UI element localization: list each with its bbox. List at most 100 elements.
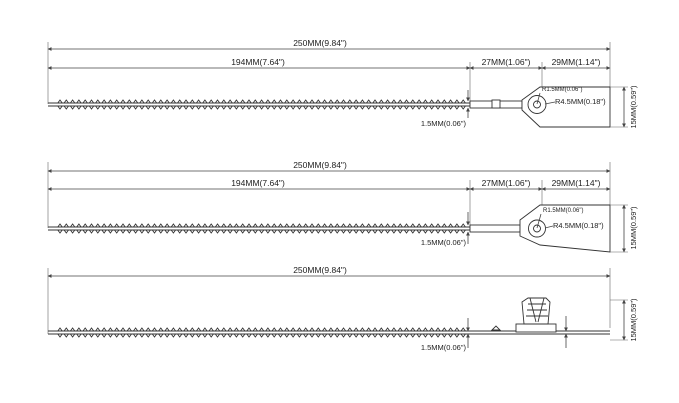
strap-tooth [126,223,132,234]
strap-tooth [334,327,340,338]
strap-tooth [177,99,183,110]
strap-teeth [57,223,466,234]
strap-tooth [88,327,95,338]
strap-tooth [151,327,158,338]
strap-tooth [133,327,139,338]
strap-tooth [271,99,277,110]
strap-tooth [183,99,189,110]
strap-tooth [164,223,170,234]
small-radius-label: R1.5MM(0.06") [543,208,583,214]
strap-tooth [284,327,290,338]
strap-tooth [183,223,189,234]
strap-tooth [95,223,101,234]
strap-tooth [422,327,428,338]
strap-tooth [448,327,454,338]
strap-tooth [221,99,227,110]
strap-tooth [378,99,384,110]
strap-tooth [101,99,107,110]
strap-tooth [403,99,410,110]
strap-tooth [385,99,391,110]
strap-tooth [170,99,176,110]
strap-tooth [403,327,410,338]
strap-tooth [416,223,422,234]
strap-tooth [435,223,441,234]
strap-tooth [366,223,372,234]
strap-tooth [303,327,309,338]
strap-tooth [391,99,397,110]
strap-tooth [334,223,340,234]
strap-tooth [353,223,359,234]
strap-tooth [265,327,271,338]
strap-tooth [315,223,321,234]
strap-tooth [252,223,258,234]
strap-tooth [366,99,372,110]
strap-tooth [76,223,82,234]
strap-tooth [158,327,164,338]
strap-tooth [189,327,195,338]
strap-tooth [315,99,321,110]
strap-tooth [315,327,321,338]
strap-tooth [177,223,183,234]
strap-tooth [435,99,441,110]
strap-tooth [202,327,208,338]
strap-tooth [101,223,107,234]
strap-tooth [340,327,347,338]
strap-tooth [227,99,233,110]
strap-tooth [435,327,441,338]
strap-tooth [126,99,132,110]
strap-tooth [429,327,435,338]
strap-tooth [63,223,69,234]
strap-tooth [259,223,265,234]
strap-tooth [265,99,271,110]
strap-tooth [202,223,208,234]
strap-tooth [353,327,359,338]
overall-dimension: 250MM(9.84") [47,160,611,173]
strap-tooth [208,223,214,234]
strap-tooth [277,327,284,338]
strap-tooth [303,223,309,234]
strap-tooth [82,99,88,110]
strap-tooth [410,223,416,234]
tag-plate [519,204,611,253]
neck-length-label: 27MM(1.06") [482,178,531,188]
strap-tooth [151,223,158,234]
strap-tooth [271,327,277,338]
strap-tooth [139,99,145,110]
strap-tooth [366,327,372,338]
strap-tooth [454,327,460,338]
strap-tooth [208,99,214,110]
strap-tooth [189,223,195,234]
neck-length-label: 27MM(1.06") [482,57,531,67]
strap-tooth [164,99,170,110]
strap-tooth [296,327,302,338]
strap-tooth [221,223,227,234]
strap-tooth [252,327,258,338]
strap-tooth [240,99,246,110]
thickness-label: 1.5MM(0.06") [421,119,467,128]
strap-tooth [233,223,239,234]
strap-tooth [385,327,391,338]
strap-tooth [151,99,158,110]
strap-tooth [133,223,139,234]
strap-tooth [441,99,447,110]
tag-plate [521,86,611,128]
strap-body [48,99,470,110]
strap-tooth [196,327,202,338]
height-label: 15MM(0.59") [629,85,638,129]
strap-tooth [170,223,176,234]
strap-tooth [385,223,391,234]
strap-tooth [277,99,284,110]
strap-tooth [277,223,284,234]
strap-tooth [397,99,403,110]
strap-tooth [334,99,340,110]
strap-tooth [240,223,246,234]
strap-tooth [227,223,233,234]
strap-tooth [63,327,69,338]
strap-tooth [214,99,221,110]
strap-tooth [410,99,416,110]
strap-tooth [460,223,466,234]
strap-tooth [328,327,334,338]
strap-tooth [359,327,365,338]
strap-teeth [57,327,466,338]
